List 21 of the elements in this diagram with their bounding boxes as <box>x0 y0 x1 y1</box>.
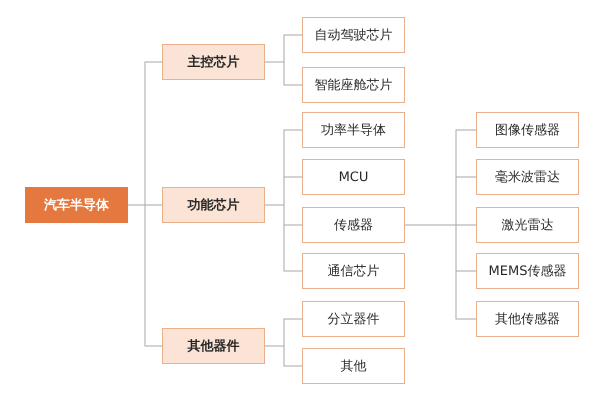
group-box: 功能芯片 <box>162 187 265 223</box>
category-box: MEMS传感器 <box>476 253 579 289</box>
group-box: 主控芯片 <box>162 44 265 80</box>
group-box: 其他器件 <box>162 328 265 364</box>
connector-line <box>264 346 302 366</box>
category-box: 图像传感器 <box>476 112 579 148</box>
connector-line <box>404 224 476 320</box>
category-box: 分立器件 <box>302 301 405 337</box>
category-box: 其他传感器 <box>476 301 579 337</box>
category-box: 通信芯片 <box>302 253 405 289</box>
root-box: 汽车半导体 <box>25 187 128 223</box>
category-box: 其他 <box>302 348 405 384</box>
category-box: 传感器 <box>302 207 405 243</box>
category-box: MCU <box>302 159 405 195</box>
connector-line <box>128 204 162 346</box>
category-box: 激光雷达 <box>476 207 579 243</box>
category-box: 智能座舱芯片 <box>302 67 405 103</box>
category-box: 功率半导体 <box>302 112 405 148</box>
category-box: 毫米波雷达 <box>476 159 579 195</box>
category-box: 自动驾驶芯片 <box>302 17 405 53</box>
connector-line <box>264 62 302 86</box>
